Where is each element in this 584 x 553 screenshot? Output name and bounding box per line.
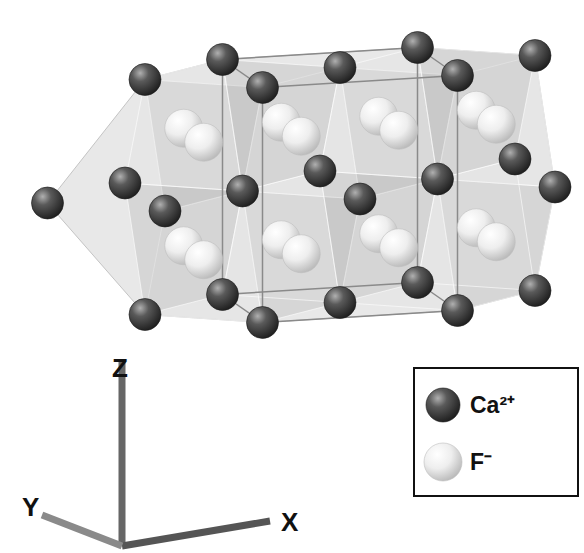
axis-label: Z [112, 355, 128, 381]
tetrahedron [223, 60, 341, 192]
calcium-ion [207, 279, 239, 311]
calcium-ion [247, 72, 279, 104]
calcium-ion [499, 143, 531, 175]
fluoride-ion [282, 117, 320, 155]
calcium-ion [304, 155, 336, 187]
polyhedra-outline [48, 48, 556, 323]
legend-box [414, 368, 578, 496]
calcium-ion [247, 307, 279, 339]
fluoride-ion [185, 123, 223, 161]
cell-edge [263, 76, 458, 88]
calcium-ion [227, 175, 259, 207]
calcium-ion [402, 267, 434, 299]
tetrahedron [418, 159, 536, 291]
calcium-ion [539, 171, 571, 203]
axes [42, 360, 270, 546]
calcium-ion [129, 64, 161, 96]
cell-edge [223, 48, 418, 60]
calcium-ion [422, 163, 454, 195]
calcium-ion [32, 187, 64, 219]
calcium-ion [149, 195, 181, 227]
legend-label: F⁻ [470, 451, 492, 474]
calcium-ion [207, 44, 239, 76]
tetrahedron [418, 48, 536, 180]
calcium-ion [344, 183, 376, 215]
legend-swatch [426, 388, 460, 422]
tetrahedron [320, 48, 438, 180]
z-axis [119, 360, 126, 546]
calcium-ion [519, 40, 551, 72]
polyhedra [48, 48, 556, 323]
x-axis [122, 521, 270, 546]
tetrahedron [125, 60, 243, 192]
fluoride-ion [477, 105, 515, 143]
axis-label: Y [22, 494, 39, 520]
legend-swatches [424, 388, 462, 481]
tetrahedron [320, 171, 438, 303]
calcium-ion [519, 275, 551, 307]
unit-cell-outline [223, 48, 458, 323]
cell-edge [263, 311, 458, 323]
calcium-ion [324, 52, 356, 84]
y-axis [42, 515, 122, 546]
tetrahedron [125, 183, 243, 315]
calcium-ion [442, 295, 474, 327]
fluoride-ion [380, 111, 418, 149]
calcium-ion [324, 287, 356, 319]
atoms [32, 32, 572, 339]
calcium-ion [109, 167, 141, 199]
cell-edge [223, 283, 418, 295]
calcium-ion [442, 60, 474, 92]
tetrahedron [223, 171, 341, 303]
fluoride-ion [380, 229, 418, 267]
legend-label: Ca²⁺ [470, 394, 515, 417]
fluoride-ion [282, 235, 320, 273]
calcium-ion [129, 299, 161, 331]
legend-swatch [424, 443, 462, 481]
fluoride-ion [477, 223, 515, 261]
axis-label: X [281, 509, 298, 535]
fluoride-ion [185, 241, 223, 279]
calcium-ion [402, 32, 434, 64]
